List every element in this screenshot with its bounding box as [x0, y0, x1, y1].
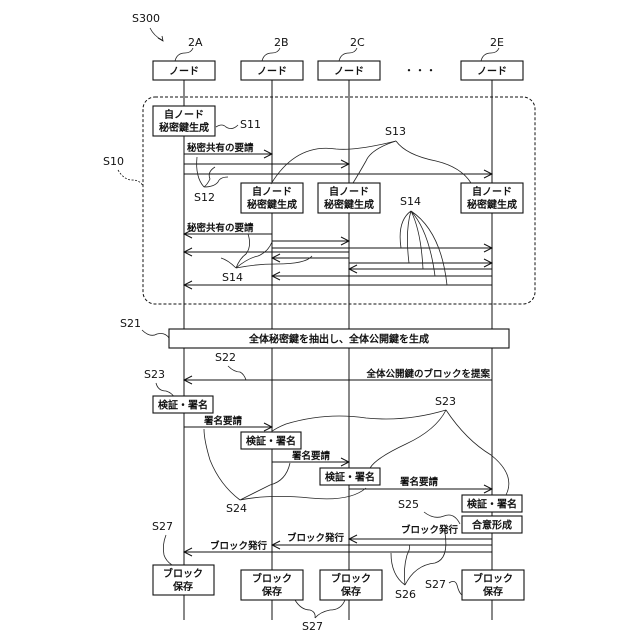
s14-leaders-bottom: [221, 234, 312, 268]
keygen-box-2B: 自ノード 秘密鍵生成: [241, 183, 303, 213]
node-id-2E: 2E: [490, 36, 504, 49]
node-id-2B: 2B: [274, 36, 289, 49]
s11-label: S11: [240, 118, 261, 131]
phase1-leader: [118, 170, 143, 186]
figure-label-arrowhead: [158, 36, 163, 41]
svg-text:秘密鍵生成: 秘密鍵生成: [324, 198, 374, 211]
keygen-box-2C: 自ノード 秘密鍵生成: [318, 183, 380, 213]
block-issue-label-2C: ブロック発行: [401, 524, 459, 536]
keygen-box-2E: 自ノード 秘密鍵生成: [461, 183, 523, 213]
block-save-box-2E: ブロック 保存: [462, 570, 524, 600]
svg-text:自ノード: 自ノード: [164, 108, 204, 121]
s22-message-label: 全体公開鍵のブロックを提案: [365, 368, 490, 380]
s24-label: S24: [226, 502, 247, 515]
s25-leader: [424, 512, 460, 524]
svg-text:合意形成: 合意形成: [471, 519, 512, 532]
sign-request-label-3: 署名要請: [399, 476, 439, 488]
s23-leader-left: [156, 383, 174, 397]
node-id-2A: 2A: [188, 36, 203, 49]
svg-text:ノード: ノード: [257, 66, 287, 78]
figure-label: S300: [132, 12, 160, 25]
share-request-label-1: 秘密共有の要請: [187, 142, 254, 154]
share-request-label-2: 秘密共有の要請: [187, 222, 254, 234]
verify-sign-box-2A: 検証・署名: [153, 396, 213, 413]
s27-label-bottom: S27: [302, 620, 323, 633]
node-2C: ノード: [318, 61, 380, 80]
leader-2A: [175, 48, 193, 61]
leader-2B: [262, 48, 280, 61]
s27-leader-left: [163, 535, 172, 565]
verify-sign-box-2C: 検証・署名: [320, 468, 380, 485]
node-2B: ノード: [241, 61, 303, 80]
s23-leader-2B: [271, 410, 446, 432]
s13-leader-2E: [396, 141, 471, 183]
svg-text:検証・署名: 検証・署名: [467, 498, 517, 511]
svg-text:ノード: ノード: [477, 66, 507, 78]
svg-text:検証・署名: 検証・署名: [325, 471, 375, 484]
s27-leader-right: [449, 581, 462, 595]
s21-label: S21: [120, 317, 141, 330]
block-issue-label-2A: ブロック発行: [210, 540, 268, 552]
svg-text:保存: 保存: [482, 585, 503, 598]
s21-leader: [142, 330, 169, 338]
block-issue-label-2B: ブロック発行: [287, 532, 345, 544]
svg-text:ノード: ノード: [334, 66, 364, 78]
block-save-box-2B: ブロック 保存: [241, 570, 303, 600]
s23-leader-2E: [446, 410, 509, 495]
s26-label: S26: [395, 588, 416, 601]
svg-text:保存: 保存: [172, 580, 193, 593]
svg-text:自ノード: 自ノード: [329, 185, 369, 198]
svg-text:ノード: ノード: [169, 66, 199, 78]
s22-leader: [228, 366, 246, 380]
verify-sign-box-2B: 検証・署名: [241, 432, 301, 449]
s23-label-right: S23: [435, 395, 456, 408]
block-save-box-2C: ブロック 保存: [320, 570, 382, 600]
svg-text:自ノード: 自ノード: [472, 185, 512, 198]
svg-text:秘密鍵生成: 秘密鍵生成: [467, 198, 517, 211]
s13-leader-2C: [353, 141, 396, 183]
s11-leader: [216, 125, 238, 129]
svg-text:全体秘密鍵を抽出し、全体公開鍵を生成: 全体秘密鍵を抽出し、全体公開鍵を生成: [248, 333, 429, 346]
svg-text:検証・署名: 検証・署名: [246, 435, 296, 448]
node-id-2C: 2C: [350, 36, 365, 49]
s12-label: S12: [194, 191, 215, 204]
s23-label-left: S23: [144, 368, 165, 381]
svg-text:秘密鍵生成: 秘密鍵生成: [247, 198, 297, 211]
s14-label-top: S14: [400, 195, 421, 208]
node-2A: ノード: [153, 61, 215, 80]
svg-text:自ノード: 自ノード: [252, 185, 292, 198]
node-2E: ノード: [461, 61, 523, 80]
s21-box: 全体秘密鍵を抽出し、全体公開鍵を生成: [169, 329, 509, 348]
s14-label-bottom: S14: [222, 271, 243, 284]
s13-leader-2B: [271, 141, 396, 184]
consensus-box: 合意形成: [462, 516, 522, 533]
svg-text:保存: 保存: [340, 585, 361, 598]
svg-text:秘密鍵生成: 秘密鍵生成: [159, 121, 209, 134]
svg-text:ブロック: ブロック: [331, 572, 371, 585]
svg-text:保存: 保存: [261, 585, 282, 598]
verify-sign-box-2E: 検証・署名: [462, 495, 522, 512]
figure-label-leader: [150, 28, 162, 40]
svg-text:ブロック: ブロック: [473, 572, 513, 585]
s27-label-right: S27: [425, 578, 446, 591]
svg-text:ブロック: ブロック: [252, 572, 292, 585]
s27-leader-bottom: [295, 600, 345, 618]
s27-label-left: S27: [152, 520, 173, 533]
leader-2E: [481, 48, 499, 61]
block-save-box-2A: ブロック 保存: [153, 565, 214, 595]
keygen-box-2A: 自ノード 秘密鍵生成: [153, 106, 215, 136]
nodes-ellipsis: ・・・: [404, 64, 437, 77]
s12-leaders: [197, 157, 228, 187]
s25-label: S25: [398, 498, 419, 511]
s22-label: S22: [215, 351, 236, 364]
svg-text:ブロック: ブロック: [163, 567, 203, 580]
sign-request-label-1: 署名要請: [203, 415, 243, 427]
phase1-label: S10: [103, 155, 124, 168]
sign-request-label-2: 署名要請: [291, 450, 331, 462]
svg-text:検証・署名: 検証・署名: [158, 399, 208, 412]
s13-label: S13: [385, 125, 406, 138]
leader-2C: [339, 48, 357, 61]
